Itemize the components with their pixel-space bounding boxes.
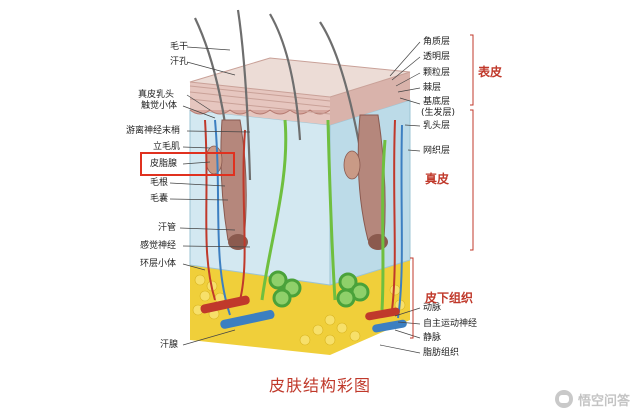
nerves [260,119,387,311]
dermis-front [189,109,331,286]
label-stratum-granulosum: 颗粒层 [423,68,451,78]
label-meissner-corpuscle: 触觉小体 [141,101,178,111]
label-reticular-layer: 网织层 [423,146,451,156]
stratum-line [189,85,331,102]
epidermis-front [190,82,330,125]
dermal-papillae-front [189,109,331,115]
stratum-line [189,98,331,115]
stratum-line [189,91,331,108]
epidermis-side [330,72,410,125]
label-autonomic-motor-nerve: 自主运动神经 [423,319,478,329]
label-stratum-lucidum: 透明层 [423,52,451,62]
group-subcutaneous: 皮下组织 [425,291,474,305]
leader-lines-left [169,46,251,346]
watermark-text: 悟空问答 [577,393,630,409]
label-stratum-basale: 基底层 [423,97,451,107]
sebaceous-gland-highlight-box [140,152,235,176]
label-pacinian-corpuscle: 环层小体 [140,259,177,269]
label-germinative-layer: (生发层) [421,108,456,118]
group-brackets [410,34,474,339]
arteries [204,119,396,311]
leader-lines-right [379,41,421,354]
group-dermis: 真皮 [425,172,450,186]
label-hair-root: 毛根 [150,178,169,188]
veins [214,119,403,319]
label-hair-shaft: 毛干 [170,42,189,52]
label-sweat-gland: 汗腺 [160,340,179,350]
sweat-glands [268,270,370,308]
label-sensory-nerve: 感觉神经 [140,241,177,251]
label-artery: 动脉 [423,303,442,313]
watermark: 悟空问答 [554,389,630,409]
label-free-nerve-ending: 游离神经末梢 [126,126,181,136]
vessel-tubes [200,295,407,333]
label-adipose-tissue: 脂肪组织 [423,348,460,358]
label-hair-follicle: 毛囊 [150,194,169,204]
label-papillary-layer: 乳头层 [423,121,451,131]
label-sweat-duct: 汗管 [158,223,177,233]
label-stratum-spinosum: 棘层 [423,83,442,93]
wukong-logo-icon [554,390,573,408]
figure-caption: 皮肤结构彩图 [268,376,371,395]
label-vein: 静脉 [423,333,442,343]
label-arrector-pili: 立毛肌 [153,142,181,152]
label-stratum-corneum: 角质层 [423,37,451,47]
label-dermal-papilla: 真皮乳头 [138,90,175,100]
label-sweat-pore: 汗孔 [170,57,189,67]
label-sebaceous-gland: 皮脂腺 [150,159,178,169]
group-epidermis: 表皮 [478,65,503,79]
hair-follicles [220,114,386,245]
